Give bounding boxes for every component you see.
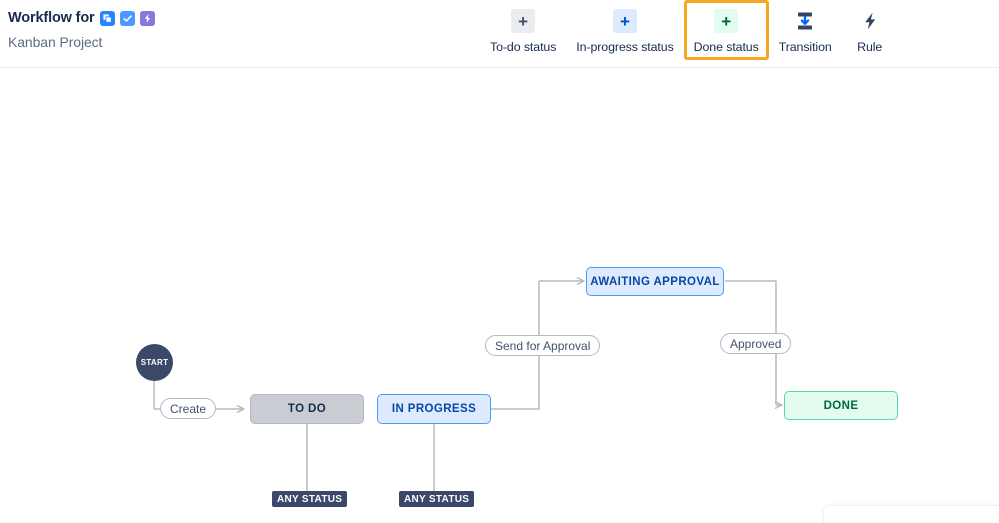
transition-approved[interactable]: Approved: [720, 333, 792, 354]
transition-approved-label: Approved: [730, 336, 782, 351]
plus-icon: +: [612, 9, 637, 33]
check-icon[interactable]: [119, 10, 135, 26]
edge-awaiting-to-done-vert: [725, 280, 777, 405]
transition-icon: [793, 9, 817, 33]
global-transition-any-status-todo-label: ANY STATUS: [277, 493, 343, 505]
transition-send-for-approval-label: Send for Approval: [495, 338, 591, 353]
copy-icon[interactable]: [99, 10, 115, 26]
workflow-canvas[interactable]: START TO DO IN PROGRESS AWAITING APPROVA…: [0, 69, 999, 523]
title-block: Workflow for Kanban Project: [8, 8, 408, 50]
global-transition-any-status-inprogress-label: ANY STATUS: [404, 493, 470, 505]
status-node-todo[interactable]: TO DO: [250, 394, 364, 424]
title-row: Workflow for: [8, 8, 408, 28]
edge-inprogress-to-awaiting-vert: [491, 281, 540, 410]
status-node-awaiting-approval[interactable]: AWAITING APPROVAL: [586, 267, 724, 296]
toolbar-item-rule[interactable]: Rule: [842, 0, 898, 60]
global-transition-any-status-inprogress[interactable]: ANY STATUS: [399, 491, 475, 507]
toolbar-label-inprogress-status: In-progress status: [576, 40, 674, 54]
toolbar: + To-do status + In-progress status + Do…: [480, 0, 898, 68]
workflow-edges: [153, 277, 783, 493]
toolbar-item-done-status[interactable]: + Done status: [683, 0, 769, 60]
toolbar-item-todo-status[interactable]: + To-do status: [480, 0, 566, 60]
toolbar-label-done-status: Done status: [693, 40, 759, 54]
status-node-inprogress[interactable]: IN PROGRESS: [377, 394, 491, 424]
global-transition-any-status-todo[interactable]: ANY STATUS: [272, 491, 348, 507]
project-subtitle: Kanban Project: [8, 34, 103, 50]
toolbar-item-inprogress-status[interactable]: + In-progress status: [566, 0, 683, 60]
transition-send-for-approval[interactable]: Send for Approval: [485, 335, 601, 356]
page-title: Workflow for: [8, 10, 95, 26]
status-node-done[interactable]: DONE: [784, 391, 898, 420]
toolbar-item-transition[interactable]: Transition: [769, 0, 842, 60]
transition-create[interactable]: Create: [160, 398, 217, 419]
toolbar-label-todo-status: To-do status: [490, 40, 557, 54]
toolbar-label-rule: Rule: [857, 40, 883, 54]
bottom-right-panel: [823, 505, 999, 523]
toolbar-label-transition: Transition: [778, 40, 832, 54]
plus-icon: +: [714, 9, 739, 33]
bolt-icon: [858, 9, 882, 33]
start-node-label: START: [140, 358, 169, 367]
status-node-done-label: DONE: [823, 399, 859, 412]
plus-icon: +: [511, 9, 536, 33]
status-node-awaiting-approval-label: AWAITING APPROVAL: [590, 275, 720, 288]
status-node-todo-label: TO DO: [287, 403, 327, 415]
status-node-inprogress-label: IN PROGRESS: [391, 403, 477, 415]
bolt-icon[interactable]: [139, 10, 155, 26]
transition-create-label: Create: [170, 401, 207, 416]
page-header: Workflow for Kanban Project: [0, 0, 999, 68]
start-node[interactable]: START: [136, 344, 173, 381]
